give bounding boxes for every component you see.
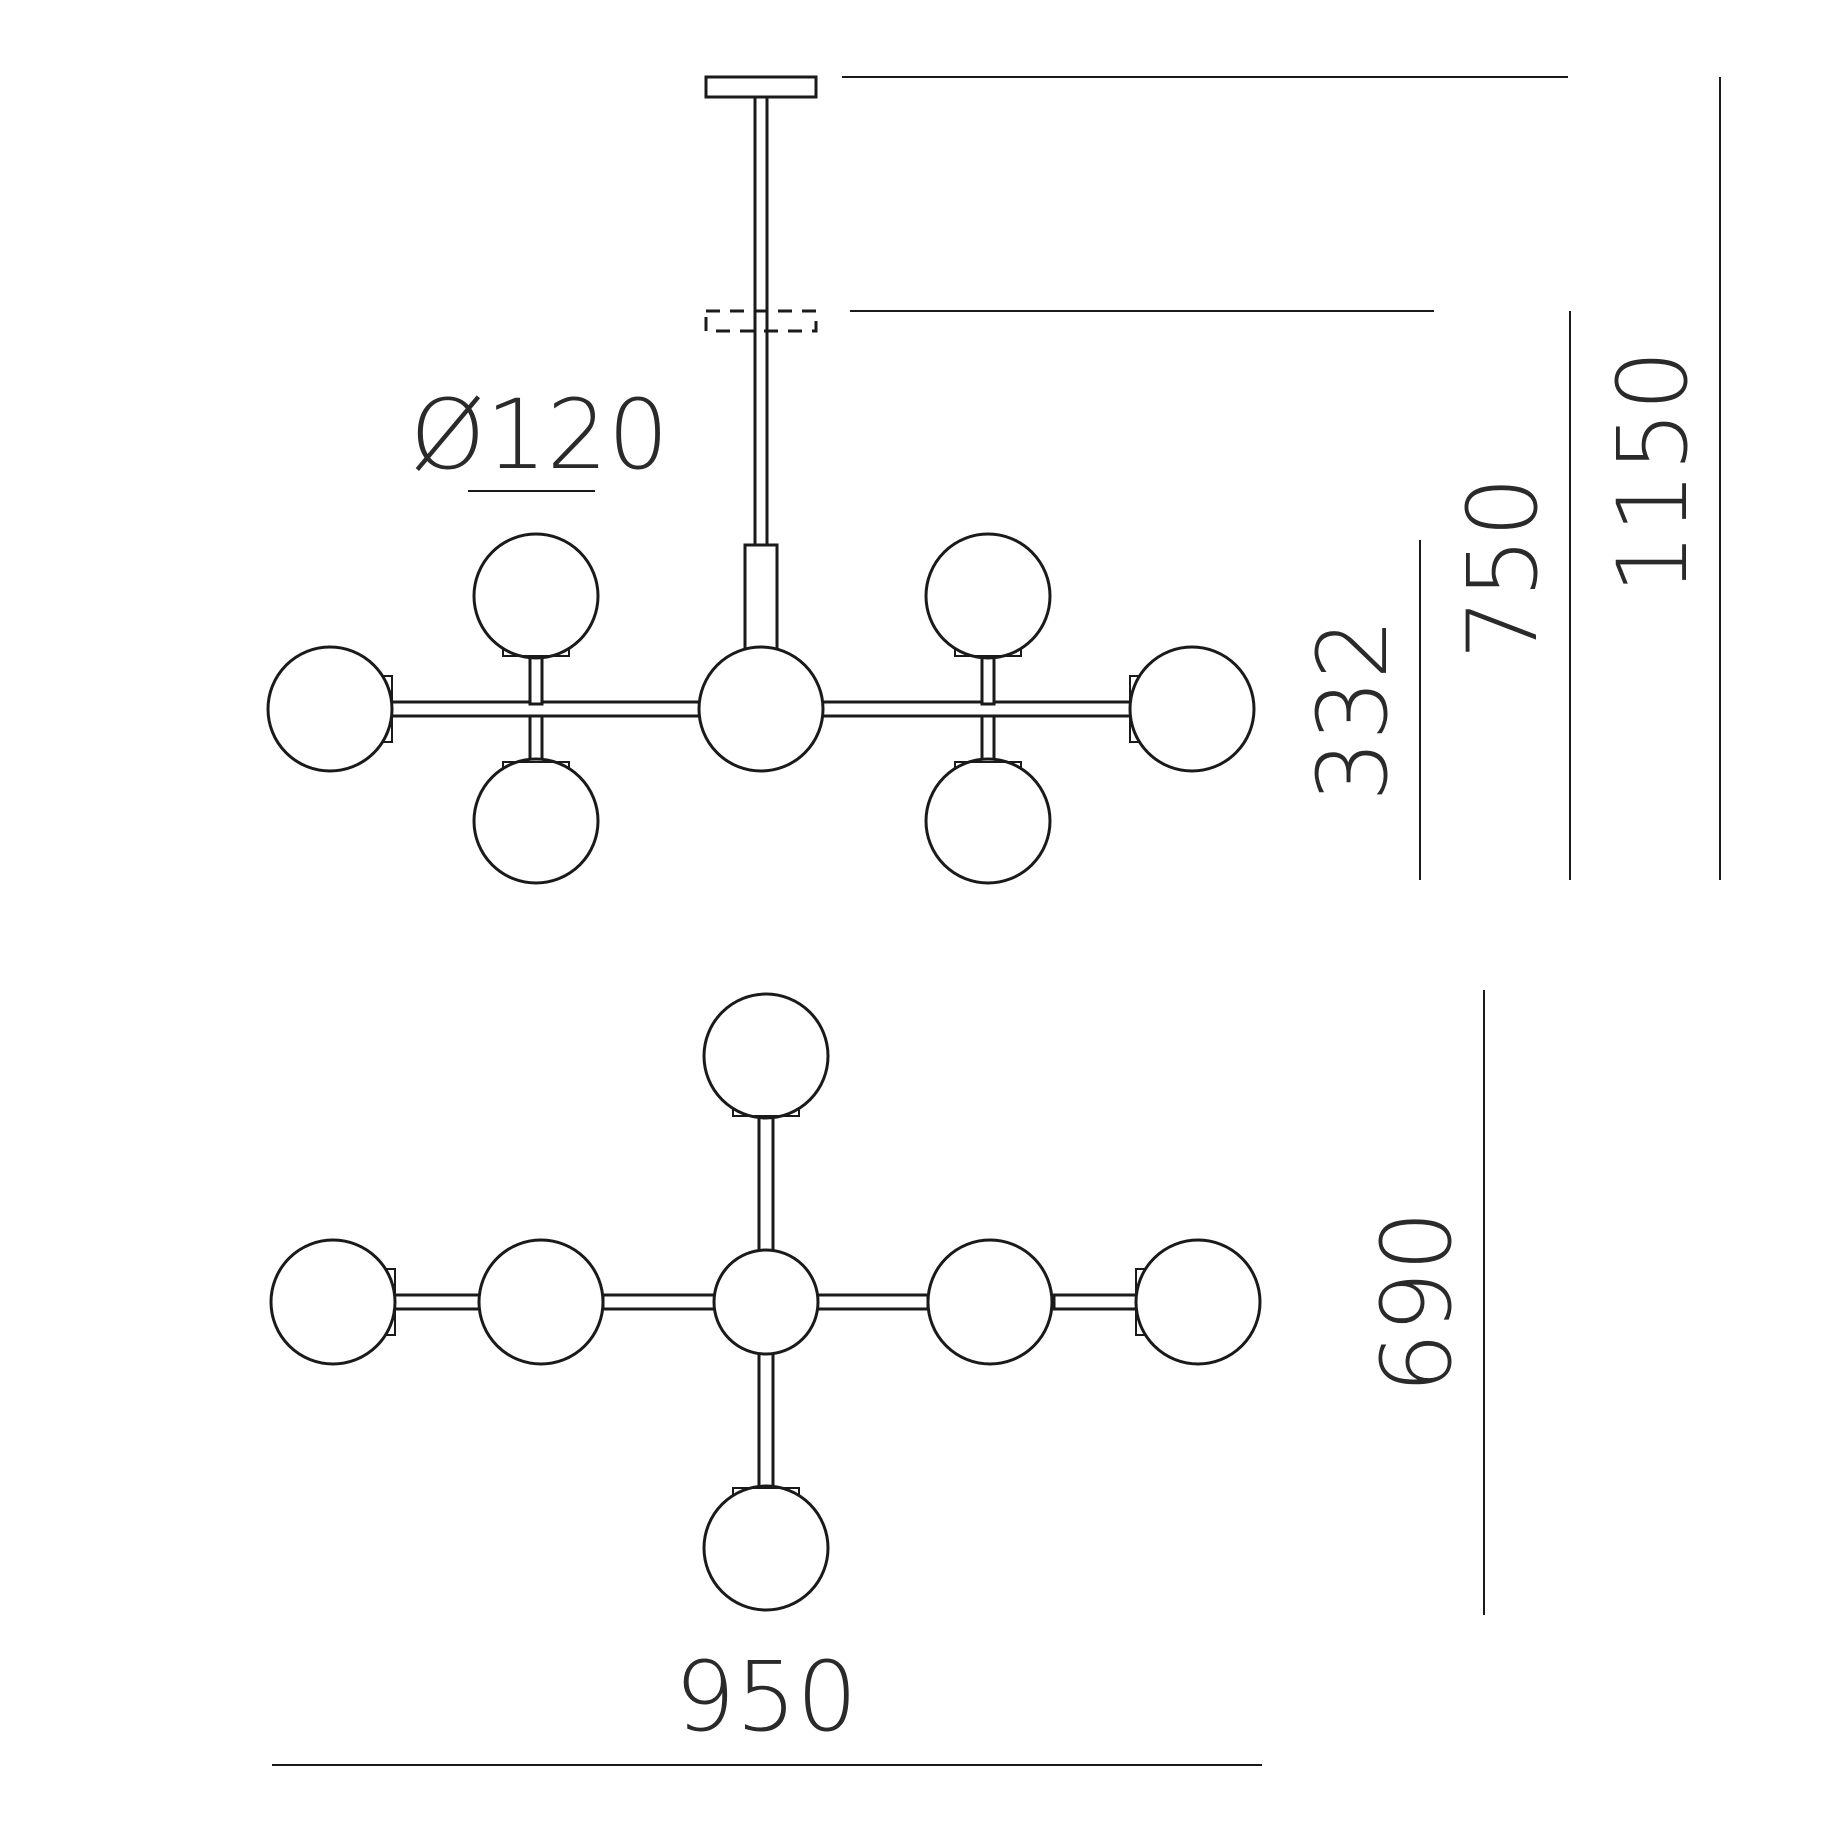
globe-inner-right — [926, 1238, 1054, 1366]
globe-cap — [732, 1108, 800, 1117]
bar-right-outer — [1052, 1293, 1144, 1311]
globe-top — [702, 992, 830, 1120]
globe-cap — [1129, 675, 1140, 743]
max-height-label: 1150 — [1597, 350, 1709, 594]
left-upper-connector — [528, 650, 544, 706]
suspension-rod — [753, 95, 769, 549]
globe-cap — [954, 761, 1022, 770]
depth-label: 690 — [1361, 1210, 1473, 1393]
ceiling-canopy — [704, 75, 818, 99]
globe-bottom — [702, 1484, 830, 1612]
bar-top — [757, 1111, 775, 1255]
globe-left-outer — [266, 645, 394, 773]
globe-cap — [732, 1487, 800, 1496]
globe-right-lower — [924, 757, 1052, 885]
globe-far-left — [269, 1238, 397, 1366]
globe-diameter-label: Ø120 — [410, 379, 669, 491]
globe-hub — [712, 1248, 820, 1356]
globe-cap — [385, 1268, 396, 1336]
stem-housing — [743, 543, 779, 652]
bar-left-outer — [390, 1293, 482, 1311]
globe-right-upper — [924, 532, 1052, 660]
width-label: 950 — [674, 1641, 857, 1753]
globe-cap — [1135, 1268, 1146, 1336]
globe-cap — [502, 648, 570, 657]
globe-right-outer — [1128, 645, 1256, 773]
globe-cap — [502, 761, 570, 770]
bar-left-inner — [601, 1293, 718, 1311]
globe-left-lower — [472, 757, 600, 885]
min-height-canopy-outline — [704, 309, 818, 333]
body-height-label: 332 — [1297, 618, 1409, 801]
right-upper-connector — [980, 650, 996, 706]
side-view — [266, 75, 1256, 885]
globe-far-right — [1134, 1238, 1262, 1366]
bar-bottom — [757, 1349, 775, 1493]
globe-left-upper — [472, 532, 600, 660]
globe-cap — [382, 675, 393, 743]
bar-right-inner — [813, 1293, 930, 1311]
right-arm — [820, 700, 1139, 718]
globe-cap — [954, 648, 1022, 657]
globe-center — [697, 645, 825, 773]
min-height-label: 750 — [1447, 476, 1559, 659]
globe-inner-left — [477, 1238, 605, 1366]
top-view — [269, 992, 1262, 1612]
